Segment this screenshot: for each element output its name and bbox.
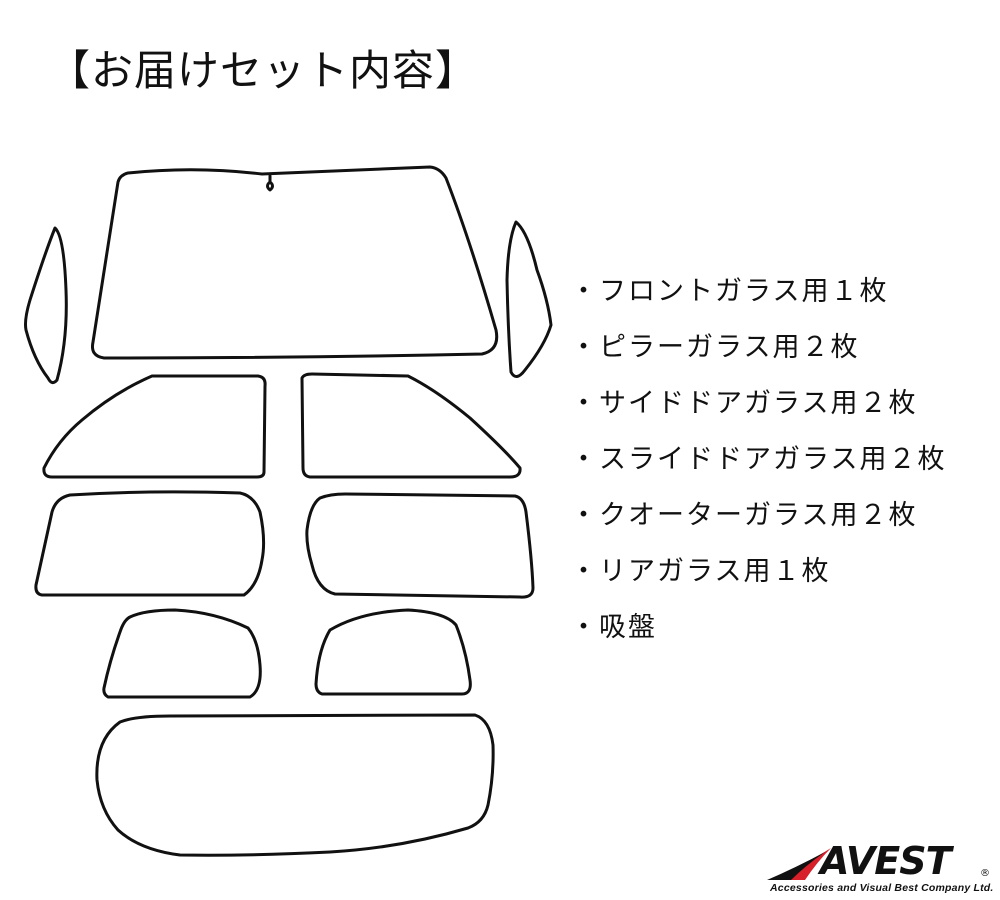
slide-door-glass-shade-right [305,492,535,599]
suction-cup-loop [266,174,274,192]
side-door-glass-shade-left [42,374,267,479]
list-item: ・サイドドアガラス用２枚 [570,388,918,419]
quarter-glass-shade-left [102,608,262,699]
list-item: ・吸盤 [570,612,657,643]
list-item: ・リアガラス用１枚 [570,556,831,587]
list-item: ・クオーターガラス用２枚 [570,500,918,531]
list-item: ・フロントガラス用１枚 [570,276,889,307]
list-item: ・スライドドアガラス用２枚 [570,444,947,475]
front-glass-shade [91,165,499,360]
pillar-glass-shade-right [505,220,553,378]
avest-logo: AVEST ® Accessories and Visual Best Comp… [765,842,995,900]
list-item: ・ピラーガラス用２枚 [570,332,860,363]
page-title: 【お届けセット内容】 [48,46,479,95]
quarter-glass-shade-right [314,608,472,696]
pillar-glass-shade-left [24,226,68,385]
registered-mark: ® [980,868,990,879]
sunshade-illustration [24,165,553,857]
side-door-glass-shade-right [300,372,522,479]
set-contents-list: ・フロントガラス用１枚 ・ピラーガラス用２枚 ・サイドドアガラス用２枚 ・スライ… [570,278,946,670]
logo-wordmark: AVEST [820,839,951,883]
rear-glass-shade [95,713,495,857]
logo-tagline: Accessories and Visual Best Company Ltd. [770,882,994,894]
slide-door-glass-shade-left [34,490,266,597]
logo-swoosh-icon [767,848,831,880]
